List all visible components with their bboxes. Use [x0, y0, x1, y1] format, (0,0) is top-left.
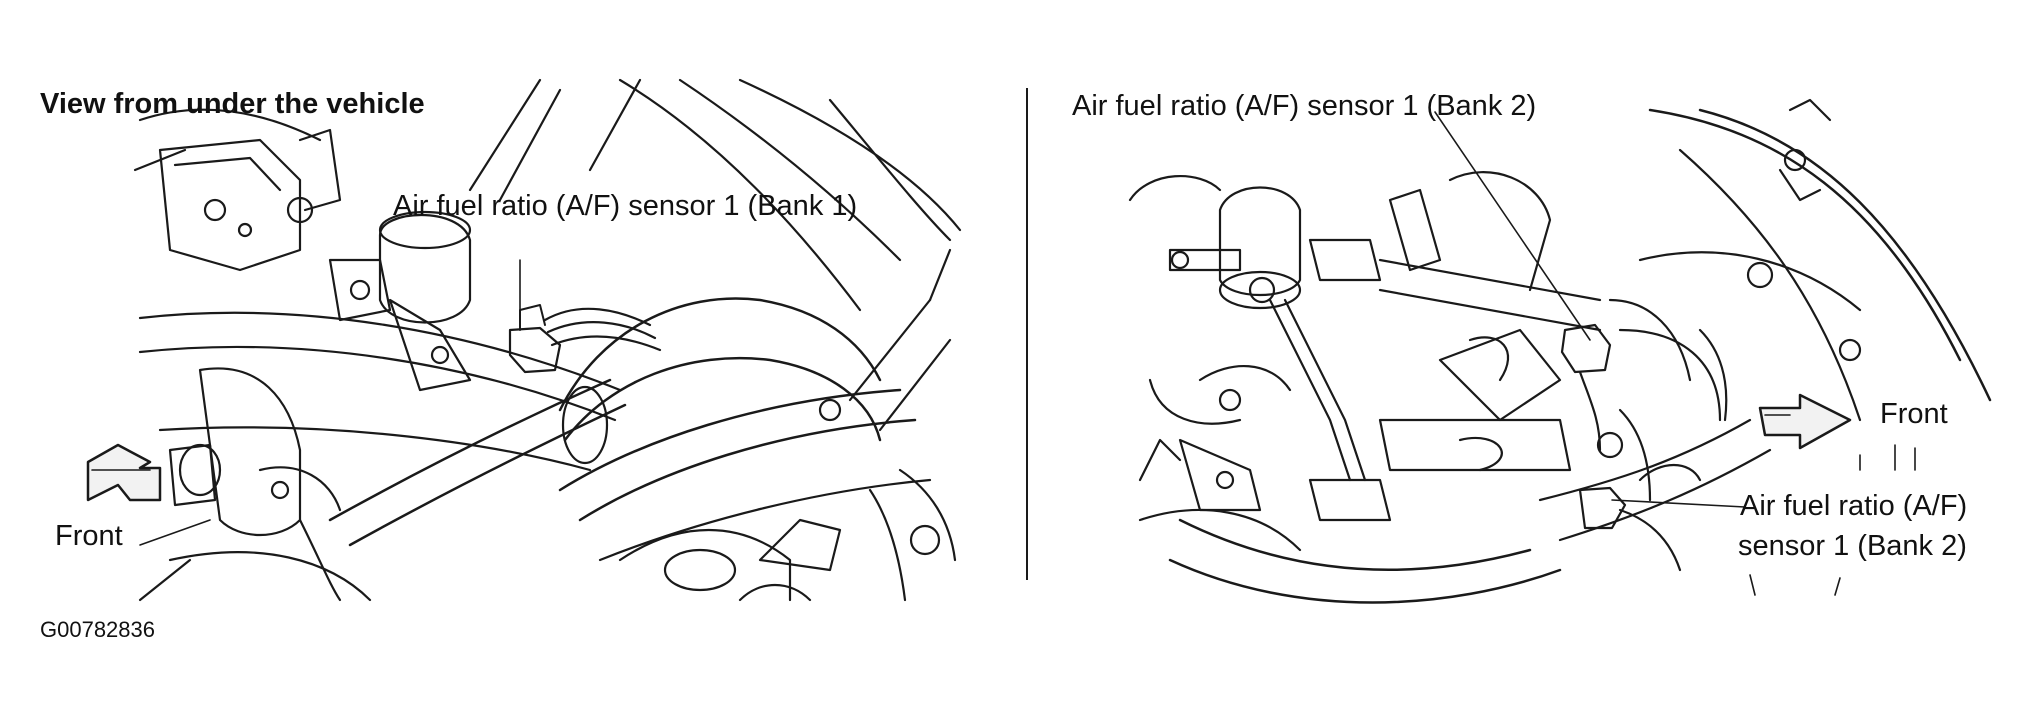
left-front-label: Front [55, 520, 123, 552]
bank2-sensor-label-top: Air fuel ratio (A/F) sensor 1 (Bank 2) [1072, 90, 1537, 122]
bank2-sensor-label-bottom-line1: Air fuel ratio (A/F) [1740, 490, 1968, 522]
left-panel-title: View from under the vehicle [40, 88, 425, 120]
left-panel-illustration [86, 78, 962, 602]
figure-code: G00782836 [40, 617, 155, 642]
right-panel-illustration [1128, 98, 1992, 604]
right-front-label: Front [1880, 398, 1948, 430]
bank1-sensor-label: Air fuel ratio (A/F) sensor 1 (Bank 1) [393, 190, 858, 222]
bank2-sensor-label-bottom-line2: sensor 1 (Bank 2) [1738, 530, 1967, 562]
